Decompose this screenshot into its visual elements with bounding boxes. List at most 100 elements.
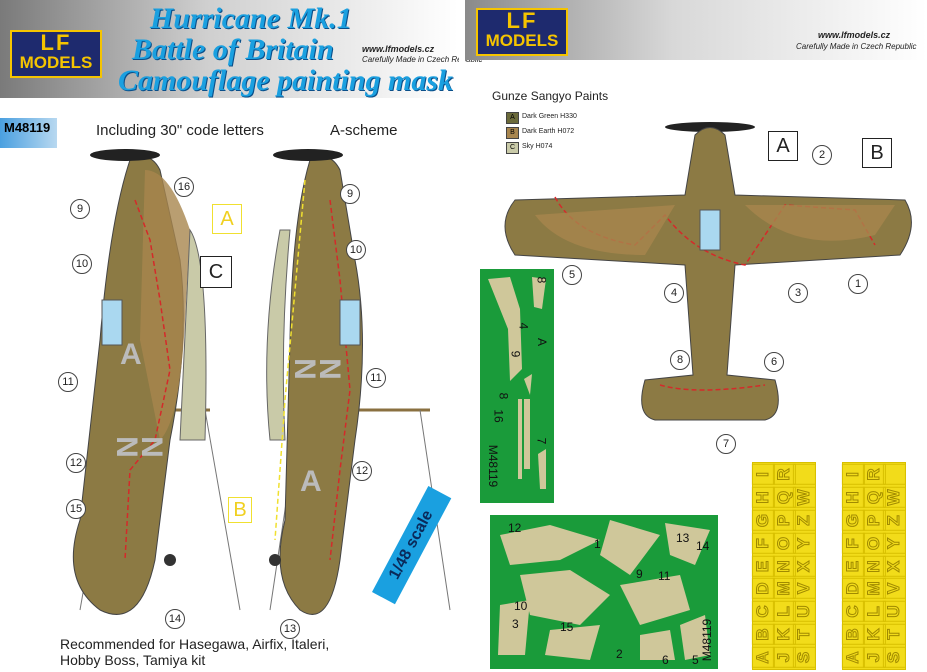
- product-code-badge: M48119: [0, 118, 57, 148]
- top-callout-5: 5: [562, 265, 582, 285]
- mask1-label-8b: 8: [496, 392, 511, 400]
- mask-letter: Z: [793, 509, 817, 531]
- mask-letter: X: [793, 555, 817, 577]
- mask1-label-4: 4: [516, 322, 531, 330]
- title-line-1: Hurricane Mk.1: [150, 2, 352, 35]
- mask2-label-15: 15: [560, 620, 574, 634]
- mask-letter: H: [751, 486, 775, 508]
- recommended-line-1: Recommended for Hasegawa, Airfix, Italer…: [60, 636, 330, 652]
- logo-lf-text: LF: [40, 30, 72, 55]
- mask-letter: B: [751, 624, 775, 645]
- callout-12-right: 12: [352, 461, 372, 481]
- mask2-label-6: 6: [662, 653, 669, 667]
- mask-letter: V: [883, 578, 907, 600]
- subtitle-code-letters: Including 30" code letters: [96, 122, 264, 139]
- mask-letter: D: [751, 578, 775, 600]
- mask1-label-8: 8: [534, 276, 549, 284]
- top-callout-4: 4: [664, 283, 684, 303]
- mask2-code: M48119: [700, 618, 715, 662]
- top-callout-3: 3: [788, 283, 808, 303]
- callout-box-c: C: [200, 256, 232, 288]
- mask-sheet-1: 8 4 A 9 8 7 16 M48119: [480, 269, 554, 503]
- paint-label-c: Sky H074: [522, 143, 553, 150]
- mask-letter: I: [841, 464, 865, 485]
- top-callout-7: 7: [716, 434, 736, 454]
- mask-letter: B: [841, 624, 865, 645]
- mask-letter: G: [751, 509, 775, 531]
- mask-letter: E: [841, 555, 865, 577]
- mask2-label-12: 12: [508, 521, 522, 535]
- website-right: www.lfmodels.cz: [818, 30, 891, 40]
- mask2-label-11: 11: [658, 569, 671, 583]
- callout-13: 13: [280, 619, 300, 639]
- right-code-letter-n2: N: [312, 358, 346, 380]
- top-callout-box-a: A: [768, 131, 798, 161]
- top-callout-6: 6: [764, 352, 784, 372]
- lf-models-logo-right: LF MODELS: [476, 8, 568, 56]
- mask-letter: T: [793, 624, 817, 645]
- mask1-label-9: 9: [508, 350, 523, 358]
- right-code-letter-a: A: [300, 465, 322, 498]
- tagline-left: Carefully Made in Czech Republic: [362, 55, 483, 64]
- mask-letter: W: [793, 486, 817, 508]
- panel-divider: [459, 0, 465, 672]
- paint-swatch-c: C: [506, 142, 519, 154]
- mask-letter: A: [751, 647, 775, 668]
- mask2-label-13: 13: [676, 531, 690, 545]
- lf-models-logo: LF MODELS: [10, 30, 102, 78]
- paints-title: Gunze Sangyo Paints: [492, 89, 609, 103]
- mask1-label-7: 7: [534, 437, 549, 445]
- callout-9-left: 9: [70, 199, 90, 219]
- title-line-2: Battle of Britain: [132, 33, 334, 66]
- left-side-plane: [72, 149, 241, 615]
- left-code-letter-n2: N: [134, 436, 168, 458]
- mask1-label-a: A: [535, 337, 550, 347]
- mask1-code: M48119: [486, 444, 501, 488]
- mask-sheet-2: 12 1 13 14 9 11 10 3 15 2 6 5 M48119: [490, 515, 718, 669]
- mask2-label-1: 1: [594, 537, 601, 551]
- mask-letter: V: [793, 578, 817, 600]
- mask-letter: U: [793, 601, 817, 623]
- paint-label-a: Dark Green H330: [522, 113, 577, 120]
- paint-label-b: Dark Earth H072: [522, 128, 575, 135]
- mask2-label-14: 14: [696, 539, 710, 553]
- tagline-right: Carefully Made in Czech Republic: [796, 42, 917, 51]
- recommended-line-2: Hobby Boss, Tamiya kit: [60, 652, 206, 668]
- paint-swatch-b: B: [506, 127, 519, 139]
- top-callout-1: 1: [848, 274, 868, 294]
- top-callout-box-b: B: [862, 138, 892, 168]
- subtitle-scheme: A-scheme: [330, 122, 398, 139]
- mask-letter: C: [841, 601, 865, 623]
- callout-box-b-yellow: B: [228, 497, 252, 523]
- mask-letter: E: [751, 555, 775, 577]
- callout-12-left: 12: [66, 453, 86, 473]
- logo-models-text: MODELS: [19, 53, 93, 72]
- logo-models-text-right: MODELS: [485, 31, 559, 50]
- callout-16: 16: [174, 177, 194, 197]
- callout-15: 15: [66, 499, 86, 519]
- top-callout-8: 8: [670, 350, 690, 370]
- mask-letter: C: [751, 601, 775, 623]
- callout-11-left: 11: [58, 372, 78, 392]
- mask-letter: D: [841, 578, 865, 600]
- callout-10-left: 10: [72, 254, 92, 274]
- right-side-plane: [266, 149, 451, 615]
- mask-letter: W: [883, 486, 907, 508]
- mask-letter: S: [793, 647, 817, 668]
- mask-sheet-1-shapes: [488, 277, 546, 489]
- mask2-label-3: 3: [512, 617, 519, 631]
- mask-letter: U: [883, 601, 907, 623]
- mask-letter: I: [751, 464, 775, 485]
- mask2-label-2: 2: [616, 647, 623, 661]
- callout-14: 14: [165, 609, 185, 629]
- mask-letter: Y: [883, 532, 907, 554]
- callout-9-right: 9: [340, 184, 360, 204]
- mask2-label-10: 10: [514, 599, 528, 613]
- mask-letter: H: [841, 486, 865, 508]
- mask2-label-5: 5: [692, 653, 699, 667]
- mask-letter: Z: [883, 509, 907, 531]
- mask-letter: A: [841, 647, 865, 668]
- mask-letter: F: [841, 532, 865, 554]
